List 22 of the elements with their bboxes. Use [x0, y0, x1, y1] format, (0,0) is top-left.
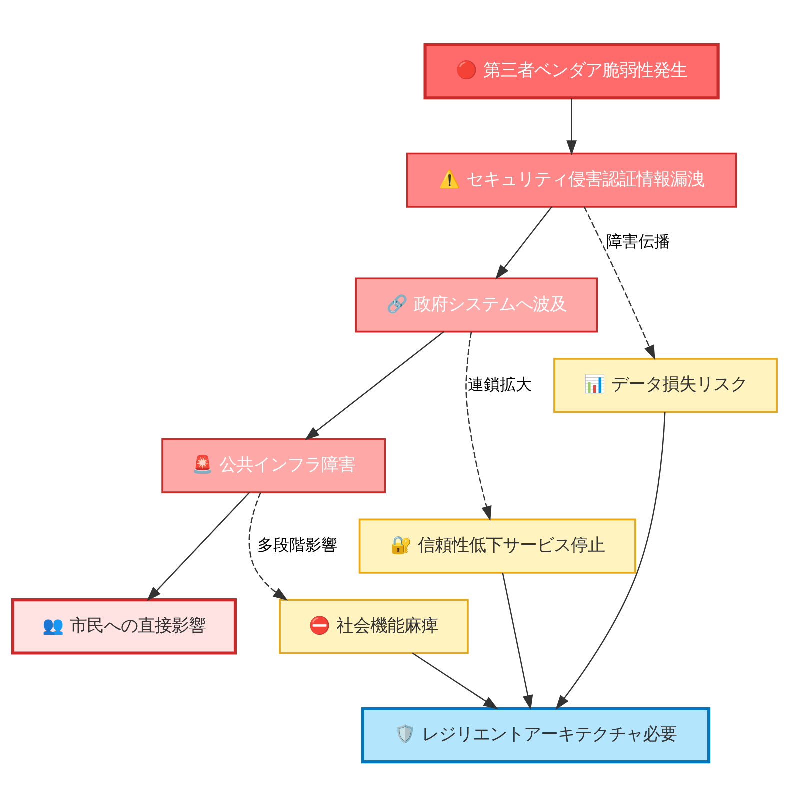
arrow: [495, 206, 553, 280]
arrow: [556, 412, 666, 710]
arrow: [502, 572, 534, 710]
arrow: [304, 330, 444, 440]
node-box: 👥 市民への直接影響: [11, 598, 238, 654]
arrow: [412, 652, 498, 710]
node-box: ⛔ 社会機能麻痺: [279, 598, 469, 654]
node-box: 🔴 第三者ベンダア脆弱性発生: [424, 42, 720, 100]
arrow: [146, 492, 250, 601]
edge-label: 障害伝播: [606, 231, 671, 250]
node-box: 🛡 レジリエントアーキテクチャ必要: [361, 706, 711, 764]
edge-label: 連鎖拡大: [468, 374, 532, 394]
edge-label: 多段階影響: [257, 535, 338, 554]
node-box: 🔐 信頼性低下サービス停止: [358, 518, 636, 574]
node-box: 📊 データ損失リスク: [554, 358, 778, 413]
arrow: [584, 206, 656, 360]
node-box: ⚠ セキュリティ侵害認証情報漏洩: [406, 152, 738, 208]
node-box: 🚨 公共インフラ障害: [162, 438, 386, 493]
arrow: [466, 331, 492, 521]
arrow: [566, 98, 577, 155]
arrow: [248, 492, 288, 600]
node-box: 🔗 政府システムへ波及: [355, 277, 598, 332]
